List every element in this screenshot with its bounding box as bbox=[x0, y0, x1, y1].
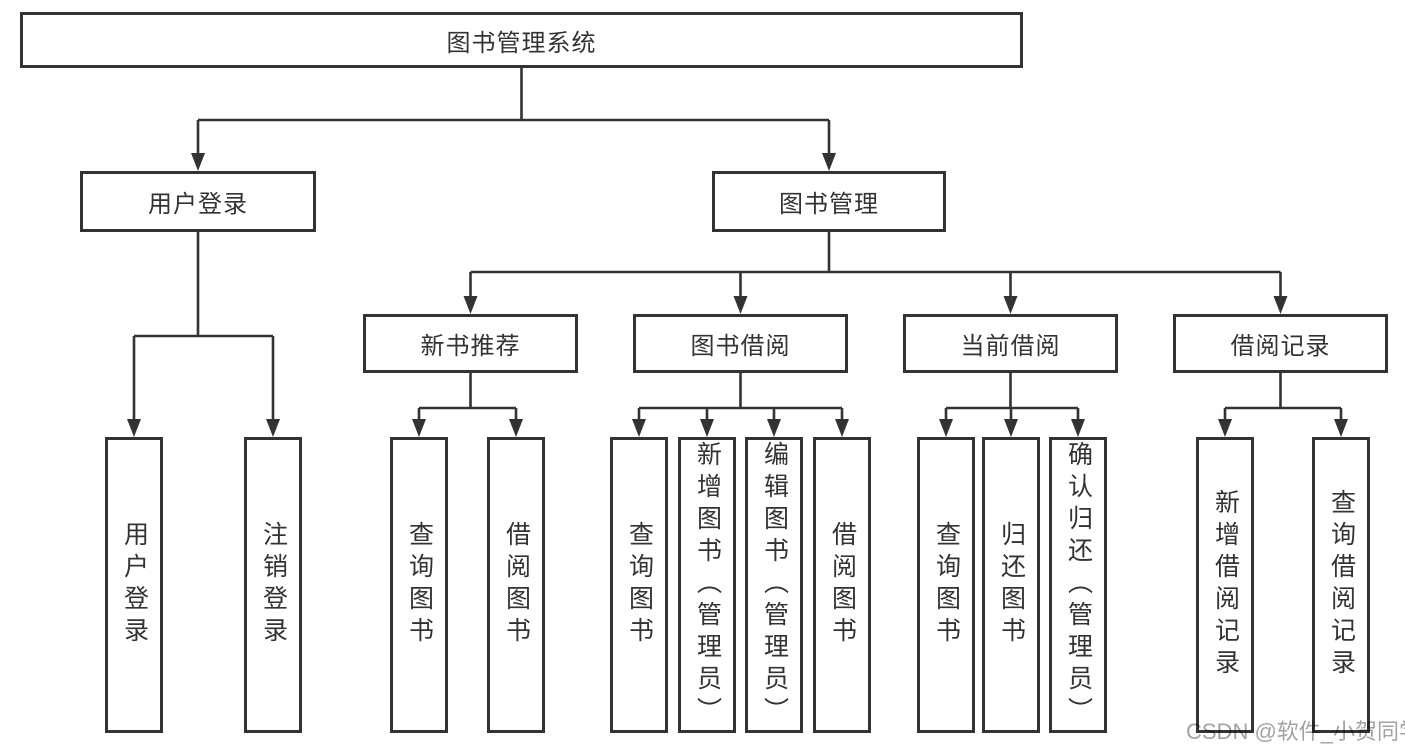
node-book-management: 图书管理 bbox=[712, 171, 946, 232]
node-book-borrowing: 图书借阅 bbox=[633, 314, 848, 373]
leaf-add-borrow-record: 新增借阅记录 bbox=[1196, 437, 1254, 733]
node-borrowing-records: 借阅记录 bbox=[1173, 314, 1388, 373]
leaf-query-books-recommend: 查询图书 bbox=[390, 437, 448, 733]
node-book-borrowing-label: 图书借阅 bbox=[690, 333, 791, 360]
leaf-return-books-label: 归还图书 bbox=[997, 521, 1026, 649]
node-root: 图书管理系统 bbox=[20, 12, 1023, 68]
leaf-user-login: 用户登录 bbox=[105, 437, 163, 733]
leaf-query-books-current: 查询图书 bbox=[917, 437, 975, 733]
leaf-borrow-books-borrowing-label: 借阅图书 bbox=[828, 521, 857, 649]
leaf-return-books: 归还图书 bbox=[982, 437, 1040, 733]
node-user-login-label: 用户登录 bbox=[148, 191, 248, 218]
leaf-confirm-return-admin-label: 确认归还（管理员） bbox=[1064, 441, 1093, 729]
leaf-logout-login: 注销登录 bbox=[244, 437, 302, 733]
leaf-logout-login-label: 注销登录 bbox=[259, 521, 288, 649]
node-current-borrowing: 当前借阅 bbox=[903, 314, 1118, 373]
leaf-query-books-borrowing-label: 查询图书 bbox=[625, 521, 654, 649]
node-book-management-label: 图书管理 bbox=[779, 191, 879, 218]
leaf-borrow-books-borrowing: 借阅图书 bbox=[813, 437, 871, 733]
node-new-book-recommend: 新书推荐 bbox=[363, 314, 578, 373]
leaf-edit-books-admin-label: 编辑图书（管理员） bbox=[760, 441, 789, 729]
leaf-add-books-admin-label: 新增图书（管理员） bbox=[693, 441, 722, 729]
leaf-edit-books-admin: 编辑图书（管理员） bbox=[745, 437, 803, 733]
leaf-user-login-label: 用户登录 bbox=[120, 521, 149, 649]
leaf-borrow-books-recommend: 借阅图书 bbox=[487, 437, 545, 733]
leaf-confirm-return-admin: 确认归还（管理员） bbox=[1049, 437, 1107, 733]
node-new-book-recommend-label: 新书推荐 bbox=[420, 333, 521, 360]
csdn-watermark: CSDN @软件_小贺同学 bbox=[1186, 719, 1405, 744]
leaf-query-books-borrowing: 查询图书 bbox=[610, 437, 668, 733]
leaf-query-books-recommend-label: 查询图书 bbox=[405, 521, 434, 649]
node-user-login: 用户登录 bbox=[80, 171, 316, 232]
leaf-add-books-admin: 新增图书（管理员） bbox=[678, 437, 736, 733]
node-current-borrowing-label: 当前借阅 bbox=[960, 333, 1061, 360]
leaf-borrow-books-recommend-label: 借阅图书 bbox=[502, 521, 531, 649]
leaf-add-borrow-record-label: 新增借阅记录 bbox=[1211, 489, 1240, 681]
node-root-label: 图书管理系统 bbox=[446, 29, 597, 57]
leaf-query-books-current-label: 查询图书 bbox=[932, 521, 961, 649]
node-borrowing-records-label: 借阅记录 bbox=[1230, 333, 1331, 360]
leaf-query-borrow-record-label: 查询借阅记录 bbox=[1327, 489, 1356, 681]
leaf-query-borrow-record: 查询借阅记录 bbox=[1312, 437, 1370, 733]
